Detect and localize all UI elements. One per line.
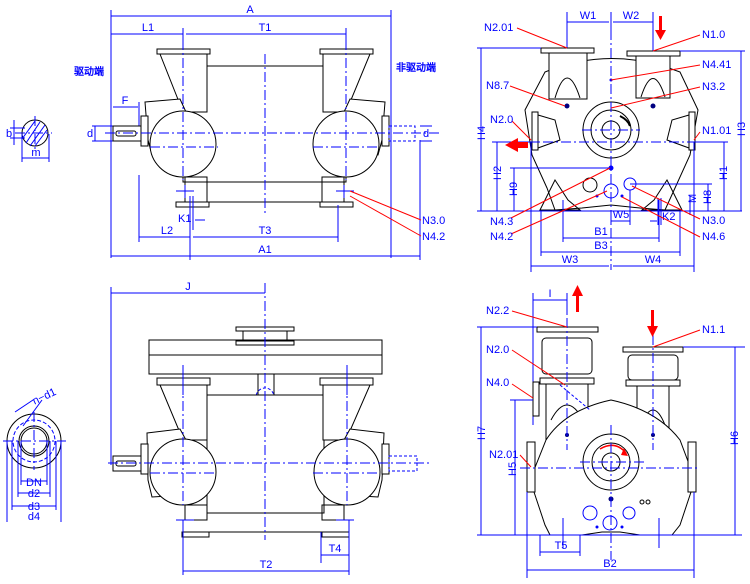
flange-n-d1: n−d1	[31, 386, 59, 407]
nozzle-n3-0-left: N3.0	[422, 215, 445, 227]
dim-h9: H9	[508, 182, 520, 196]
flange-detail: n−d1 DN d2 d3 d4	[3, 386, 66, 523]
dim-w1: W1	[580, 10, 597, 22]
dim-b3: B3	[594, 240, 607, 252]
nozzle-n4-41: N4.41	[702, 59, 731, 71]
top-right-view: W1 W2	[476, 10, 748, 272]
dim-b1: B1	[594, 226, 607, 238]
nozzle-n4-3: N4.3	[490, 216, 513, 228]
dim-f: F	[122, 95, 129, 107]
nozzle-n2-0-b: N2.0	[486, 344, 509, 356]
dim-b2: B2	[603, 558, 616, 570]
dim-h2: H2	[492, 166, 504, 180]
flange-d3: d3	[28, 501, 40, 513]
dim-t1: T1	[259, 22, 272, 34]
shaft-section: b m	[6, 116, 52, 162]
flange-d2: d2	[28, 488, 40, 500]
dim-d-left: d	[87, 128, 93, 140]
nozzle-n4-6: N4.6	[702, 231, 725, 243]
dim-h5: H5	[507, 462, 519, 476]
dim-h6: H6	[729, 431, 741, 445]
dim-l1: L1	[142, 22, 154, 34]
nozzle-n4-0: N4.0	[486, 377, 509, 389]
dim-h3: H3	[736, 122, 748, 136]
dim-w5: W5	[613, 209, 630, 221]
nozzle-n1-1: N1.1	[702, 324, 725, 336]
nozzle-n4-2-left: N4.2	[422, 231, 445, 243]
dim-m-small: M	[687, 194, 699, 203]
dim-h1: H1	[718, 166, 730, 180]
inlet-arrow-icon	[655, 16, 666, 40]
flange-d4: d4	[28, 511, 40, 523]
dim-b: b	[6, 128, 12, 140]
drive-end-label: 驱动端	[74, 65, 104, 78]
dim-h4: H4	[476, 126, 488, 140]
dim-m: m	[31, 147, 40, 159]
inlet-down-arrow-icon	[647, 310, 658, 337]
dim-t4: T4	[329, 543, 342, 555]
nozzle-n2-01: N2.01	[484, 22, 513, 34]
dim-j: J	[185, 281, 191, 293]
flange-dn: DN	[26, 477, 42, 489]
dim-w3: W3	[562, 254, 579, 266]
dim-a: A	[246, 4, 254, 16]
nozzle-n2-0: N2.0	[490, 114, 513, 126]
bottom-right-view: I	[476, 285, 745, 578]
nozzle-n2-01-b: N2.01	[489, 449, 518, 461]
dim-k1: K1	[178, 213, 191, 225]
dim-t3: T3	[259, 225, 272, 237]
dim-l2: L2	[161, 225, 173, 237]
dim-i: I	[548, 288, 551, 300]
outlet-up-arrow-icon	[572, 285, 583, 312]
dim-t5: T5	[555, 540, 568, 552]
nozzle-n1-0: N1.0	[702, 29, 725, 41]
dim-h7: H7	[476, 426, 488, 440]
nozzle-n8-7: N8.7	[486, 80, 509, 92]
dim-t2: T2	[260, 559, 273, 571]
non-drive-end-label: 非驱动端	[396, 61, 436, 74]
top-left-view: A L1 T1 驱动端 非驱动端 F d	[74, 4, 445, 260]
bottom-left-view: J	[108, 281, 430, 575]
nozzle-n3-2: N3.2	[702, 81, 725, 93]
outlet-arrow-icon	[505, 138, 528, 152]
dim-w2: W2	[623, 10, 640, 22]
dim-a1: A1	[258, 244, 271, 256]
nozzle-n4-2: N4.2	[490, 231, 513, 243]
dim-k2: K2	[662, 211, 675, 223]
nozzle-n1-01: N1.01	[702, 125, 731, 137]
dim-w4: W4	[645, 254, 662, 266]
nozzle-n2-2: N2.2	[486, 305, 509, 317]
nozzle-n3-0: N3.0	[702, 215, 725, 227]
dim-d-right: d	[423, 128, 429, 140]
dim-h8: H8	[702, 190, 714, 204]
